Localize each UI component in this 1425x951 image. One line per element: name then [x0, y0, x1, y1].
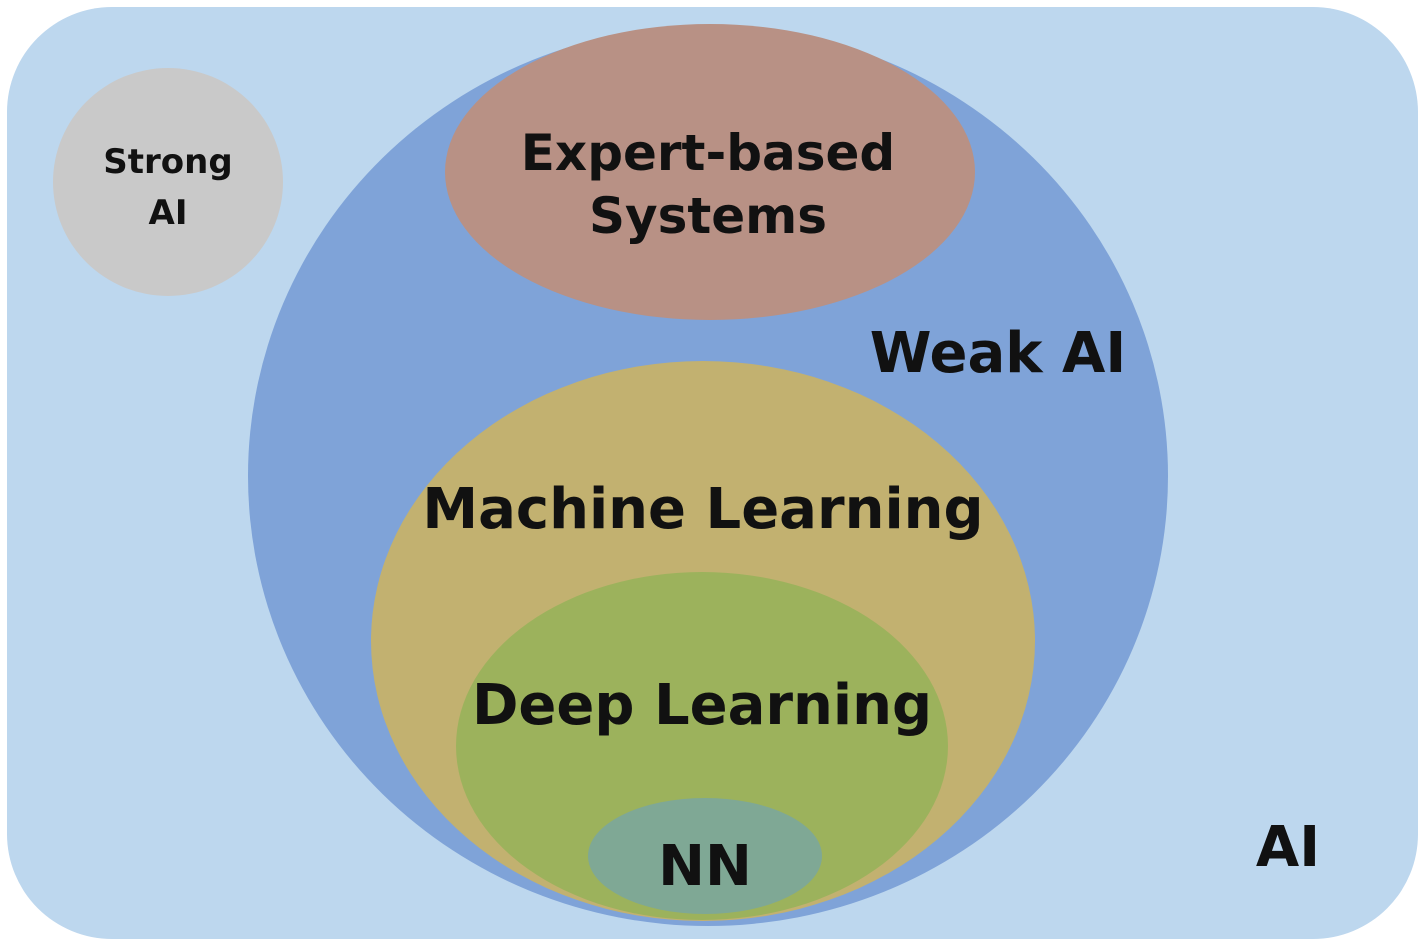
ai-label: AI — [1256, 815, 1320, 880]
expert-systems-label-line2: Systems — [589, 187, 827, 245]
weak-ai-label: Weak AI — [870, 321, 1126, 386]
strong-ai-label-line1: Strong — [103, 142, 232, 182]
deep-learning-region — [456, 572, 948, 920]
expert-systems-region — [445, 24, 975, 320]
expert-systems-label-line1: Expert-based — [521, 124, 895, 182]
deep-learning-label: Deep Learning — [472, 673, 932, 738]
strong-ai-region — [53, 68, 283, 296]
nn-region — [588, 798, 822, 914]
machine-learning-label: Machine Learning — [422, 477, 983, 542]
strong-ai-label-line2: AI — [149, 193, 188, 233]
nn-label: NN — [658, 834, 752, 899]
